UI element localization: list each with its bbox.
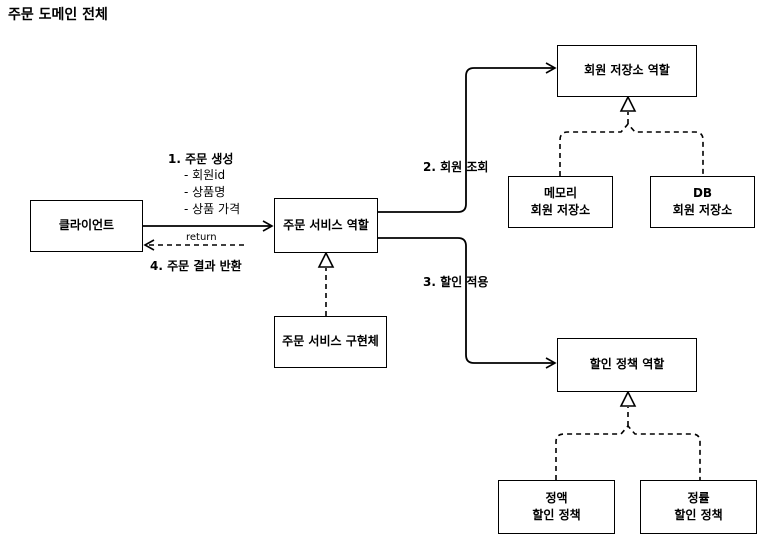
param-product-name: - 상품명 xyxy=(184,185,226,199)
memory-repo-line2: 회원 저장소 xyxy=(530,203,591,217)
db-repo-line2: 회원 저장소 xyxy=(672,203,733,217)
rate-discount-line2: 할인 정책 xyxy=(674,508,723,522)
fixed-discount-line1: 정액 xyxy=(545,490,568,505)
fixed-discount-box: 정액 할인 정책 xyxy=(498,480,615,534)
page-title: 주문 도메인 전체 xyxy=(8,7,108,23)
member-lookup-label: 2. 회원 조회 xyxy=(423,160,489,174)
member-lookup-arrow xyxy=(378,62,557,213)
return-result-label: 4. 주문 결과 반환 xyxy=(150,259,242,273)
memory-repo-line1: 메모리 xyxy=(543,185,578,200)
order-service-role-box: 주문 서비스 역할 xyxy=(274,198,378,253)
order-service-impl-label: 주문 서비스 구현체 xyxy=(282,334,379,349)
client-box: 클라이언트 xyxy=(30,200,143,252)
param-product-price: - 상품 가격 xyxy=(184,202,241,216)
discount-policy-role-box: 할인 정책 역할 xyxy=(557,338,697,392)
rate-discount-line1: 정률 xyxy=(687,490,710,505)
order-impl-triangle xyxy=(317,251,335,268)
db-repo-box: DB 회원 저장소 xyxy=(650,176,755,228)
db-repo-line1: DB xyxy=(692,185,713,200)
order-service-impl-box: 주문 서비스 구현체 xyxy=(274,316,387,368)
param-member-id: - 회원id xyxy=(184,168,226,182)
discount-triangle xyxy=(619,390,637,407)
member-repo-realization xyxy=(559,122,704,176)
create-order-params: - 회원id - 상품명 - 상품 가격 xyxy=(184,167,240,218)
order-service-role-label: 주문 서비스 역할 xyxy=(283,217,369,232)
return-label: return xyxy=(186,232,217,243)
create-order-label: 1. 주문 생성 xyxy=(168,152,234,166)
apply-discount-arrow xyxy=(378,237,557,369)
member-repo-role-label: 회원 저장소 역할 xyxy=(584,63,670,78)
discount-policy-role-label: 할인 정책 역할 xyxy=(589,357,665,372)
client-label: 클라이언트 xyxy=(58,218,115,233)
rate-discount-box: 정률 할인 정책 xyxy=(640,480,757,534)
apply-discount-label: 3. 할인 적용 xyxy=(423,275,489,289)
fixed-discount-line2: 할인 정책 xyxy=(532,508,581,522)
discount-realization xyxy=(555,424,701,480)
member-repo-triangle xyxy=(619,95,637,112)
member-repo-role-box: 회원 저장소 역할 xyxy=(557,45,697,97)
memory-repo-box: 메모리 회원 저장소 xyxy=(508,176,613,228)
